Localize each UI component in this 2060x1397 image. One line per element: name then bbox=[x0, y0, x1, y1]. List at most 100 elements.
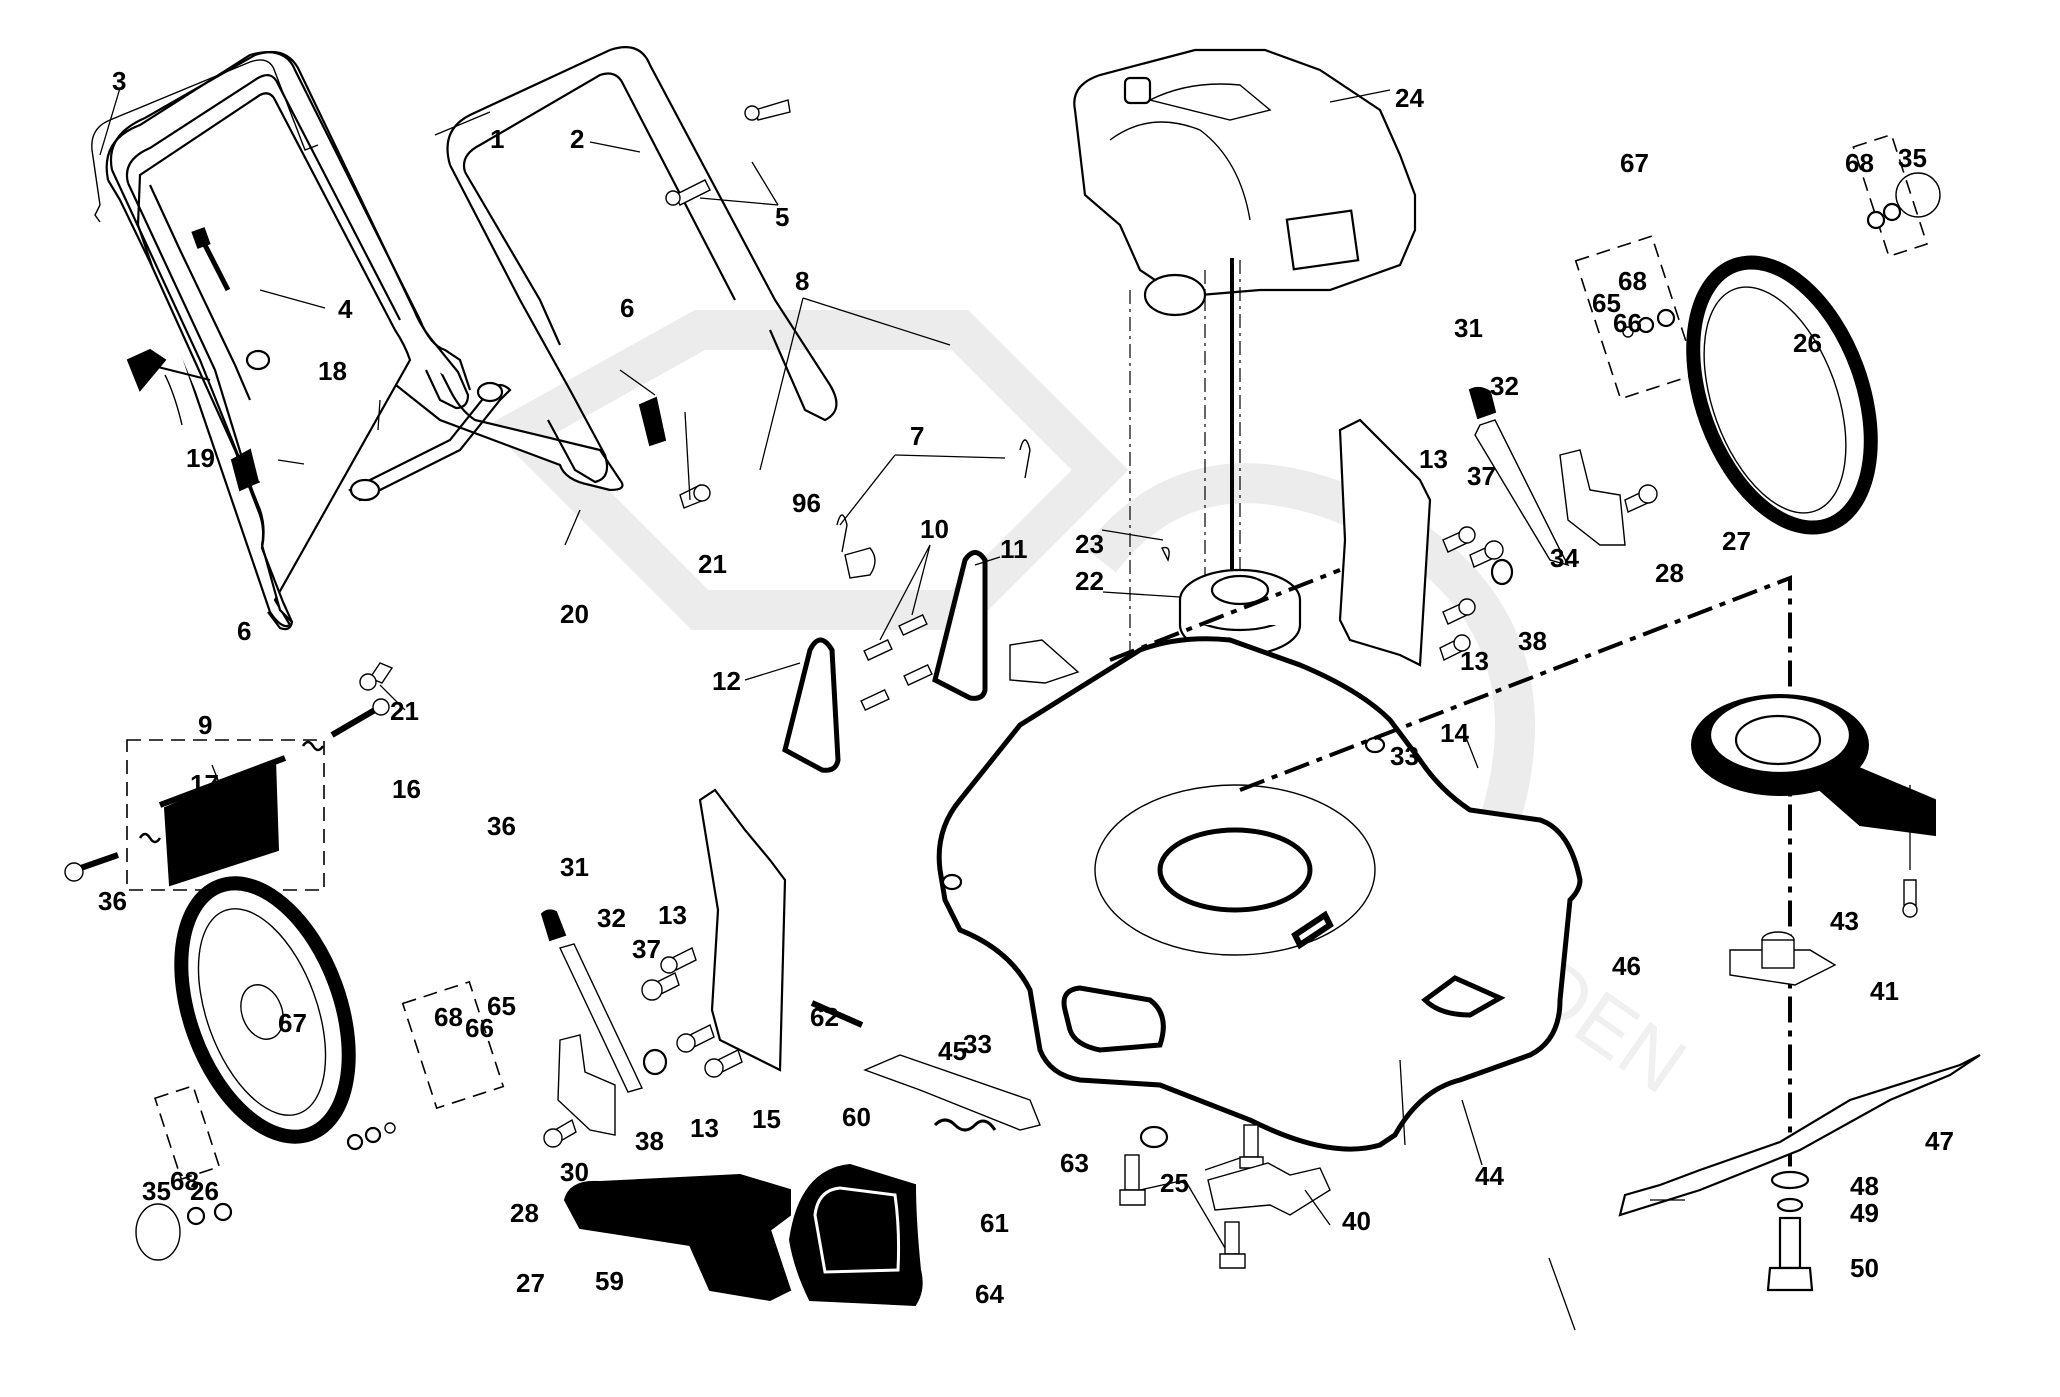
callout-24[interactable]: 24 bbox=[1395, 83, 1424, 113]
callout-68-right-inner[interactable]: 68 bbox=[1618, 266, 1647, 296]
callout-37-right[interactable]: 37 bbox=[1467, 461, 1496, 491]
callout-27-right[interactable]: 27 bbox=[1722, 526, 1751, 556]
callout-96[interactable]: 96 bbox=[792, 488, 821, 518]
callout-44[interactable]: 44 bbox=[1475, 1161, 1504, 1191]
callout-4[interactable]: 4 bbox=[338, 294, 353, 324]
callout-5[interactable]: 5 bbox=[775, 202, 789, 232]
callout-65-left[interactable]: 65 bbox=[487, 991, 516, 1021]
callout-7[interactable]: 7 bbox=[910, 421, 924, 451]
bearing-right-outer[interactable] bbox=[1866, 210, 1886, 230]
blade[interactable] bbox=[1618, 1054, 1981, 1217]
callout-23[interactable]: 23 bbox=[1075, 529, 1104, 559]
callout-68-left-inner[interactable]: 68 bbox=[434, 1002, 463, 1032]
axle-bracket-left[interactable] bbox=[557, 1034, 616, 1136]
callout-35-left[interactable]: 35 bbox=[142, 1176, 171, 1206]
bolts-13-right[interactable] bbox=[1439, 526, 1476, 661]
hairpin-clip-left[interactable] bbox=[836, 514, 848, 553]
bolts-13-left[interactable] bbox=[660, 947, 743, 1078]
callout-38-left[interactable]: 38 bbox=[635, 1126, 664, 1156]
callout-48[interactable]: 48 bbox=[1850, 1171, 1879, 1201]
lock-washer-49[interactable] bbox=[1776, 1197, 1804, 1213]
spring-17[interactable] bbox=[138, 832, 162, 844]
callout-13-right-top[interactable]: 13 bbox=[1419, 444, 1448, 474]
callout-19[interactable]: 19 bbox=[186, 443, 215, 473]
callout-32-right[interactable]: 32 bbox=[1490, 371, 1519, 401]
callout-34[interactable]: 34 bbox=[1550, 543, 1579, 573]
flap-rod-left[interactable] bbox=[64, 852, 119, 882]
spring-16[interactable] bbox=[301, 740, 325, 752]
washer-left[interactable] bbox=[364, 1126, 382, 1144]
cable-clip[interactable] bbox=[191, 227, 231, 292]
callout-36-left[interactable]: 36 bbox=[98, 886, 127, 916]
callout-8[interactable]: 8 bbox=[795, 266, 809, 296]
callout-20[interactable]: 20 bbox=[560, 599, 589, 629]
rope-guide-knob[interactable] bbox=[126, 348, 211, 426]
shoulder-bolt-right[interactable] bbox=[1469, 540, 1504, 568]
callout-28-left[interactable]: 28 bbox=[510, 1198, 539, 1228]
callout-41[interactable]: 41 bbox=[1870, 976, 1899, 1006]
shoulder-bolt-left[interactable] bbox=[641, 972, 680, 1001]
wheel-left[interactable] bbox=[149, 860, 380, 1159]
deck[interactable] bbox=[936, 636, 1583, 1152]
spring-61[interactable] bbox=[933, 1118, 997, 1132]
cable-bracket-40[interactable] bbox=[1207, 1162, 1331, 1216]
lower-handle[interactable] bbox=[446, 46, 838, 484]
hub-cap-left[interactable] bbox=[135, 1203, 181, 1261]
key-23[interactable] bbox=[1161, 546, 1170, 562]
blade-adapter[interactable] bbox=[1729, 931, 1837, 986]
flap-rod-right[interactable] bbox=[330, 698, 390, 738]
callout-6-upper[interactable]: 6 bbox=[620, 293, 634, 323]
callout-33-left[interactable]: 33 bbox=[963, 1029, 992, 1059]
rear-flap[interactable] bbox=[158, 755, 287, 887]
callout-21-upper[interactable]: 21 bbox=[698, 549, 727, 579]
callout-40[interactable]: 40 bbox=[1342, 1206, 1371, 1236]
engine-bolt-3[interactable] bbox=[1219, 1221, 1246, 1269]
control-bail[interactable] bbox=[91, 59, 319, 223]
height-adjuster-left[interactable] bbox=[698, 788, 787, 1072]
wheel-bolt-right[interactable] bbox=[1624, 484, 1658, 513]
callout-35-right[interactable]: 35 bbox=[1898, 143, 1927, 173]
callout-25[interactable]: 25 bbox=[1160, 1168, 1189, 1198]
washer-48[interactable] bbox=[1770, 1170, 1810, 1190]
o-ring-left[interactable] bbox=[384, 1122, 396, 1134]
callout-68-right-outer[interactable]: 68 bbox=[1845, 148, 1874, 178]
callout-61[interactable]: 61 bbox=[980, 1208, 1009, 1238]
side-discharge-cover[interactable] bbox=[788, 1163, 923, 1307]
height-lever-left[interactable] bbox=[559, 943, 643, 1093]
callout-62[interactable]: 62 bbox=[810, 1002, 839, 1032]
bolt-21-lower[interactable] bbox=[359, 662, 394, 691]
callout-32-left[interactable]: 32 bbox=[597, 903, 626, 933]
callout-63[interactable]: 63 bbox=[1060, 1148, 1089, 1178]
height-lever-right[interactable] bbox=[1474, 419, 1570, 567]
callout-9[interactable]: 9 bbox=[198, 710, 212, 740]
lever-grip-left[interactable] bbox=[540, 909, 567, 942]
blade-brake[interactable] bbox=[1691, 694, 1936, 837]
callout-15[interactable]: 15 bbox=[752, 1104, 781, 1134]
wheel-nut-left[interactable] bbox=[213, 1202, 233, 1222]
callout-13-left-top[interactable]: 13 bbox=[658, 900, 687, 930]
callout-31-right[interactable]: 31 bbox=[1454, 313, 1483, 343]
callout-68-left-outer[interactable]: 68 bbox=[170, 1166, 199, 1196]
callout-28-right[interactable]: 28 bbox=[1655, 558, 1684, 588]
callout-26-right[interactable]: 26 bbox=[1793, 328, 1822, 358]
callout-30[interactable]: 30 bbox=[560, 1157, 589, 1187]
callout-67-left[interactable]: 67 bbox=[278, 1008, 307, 1038]
cable-clamp[interactable] bbox=[844, 547, 876, 579]
pins[interactable] bbox=[860, 614, 933, 711]
callout-13-left-bottom[interactable]: 13 bbox=[690, 1113, 719, 1143]
height-adjuster-right[interactable] bbox=[1338, 418, 1432, 667]
rod-62[interactable] bbox=[810, 1000, 864, 1028]
callout-65-right[interactable]: 65 bbox=[1592, 288, 1621, 318]
handle-knob-upper[interactable] bbox=[638, 396, 667, 447]
engine[interactable] bbox=[1073, 48, 1417, 317]
callout-17[interactable]: 17 bbox=[190, 769, 219, 799]
callout-22[interactable]: 22 bbox=[1075, 566, 1104, 596]
callout-43[interactable]: 43 bbox=[1830, 906, 1859, 936]
callout-67-right[interactable]: 67 bbox=[1620, 148, 1649, 178]
nut-33-right[interactable] bbox=[1364, 736, 1386, 754]
spacer-left[interactable] bbox=[642, 1048, 668, 1076]
callout-36-right[interactable]: 36 bbox=[487, 811, 516, 841]
callout-14[interactable]: 14 bbox=[1440, 718, 1469, 748]
callout-49[interactable]: 49 bbox=[1850, 1198, 1879, 1228]
callout-16[interactable]: 16 bbox=[392, 774, 421, 804]
